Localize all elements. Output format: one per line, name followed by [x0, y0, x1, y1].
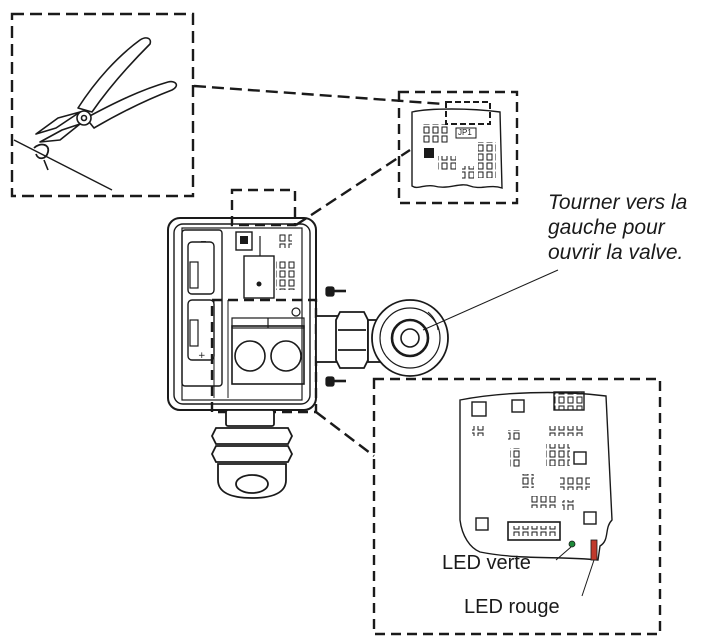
bottom-fitting [210, 409, 294, 499]
valve-instruction-callout: Tourner vers la gauche pour ouvrir la va… [548, 190, 687, 265]
red-led [590, 539, 598, 561]
callout-line-3: ouvrir la valve. [548, 241, 684, 264]
battery-icon: − + [181, 229, 223, 387]
jumper-label: JP1 [458, 128, 472, 137]
cutter-detail-box [10, 12, 195, 198]
green-led [568, 540, 576, 548]
main-board-detail-box [372, 377, 662, 636]
screw-icon [325, 286, 346, 387]
green-led-label: LED verte [442, 552, 531, 574]
jumper-detail-box [397, 90, 519, 205]
svg-text:+: + [198, 351, 206, 361]
svg-text:−: − [200, 237, 207, 246]
wire-cutter-icon [35, 37, 178, 143]
red-led-label: LED rouge [464, 596, 560, 618]
valve-housing: − + [167, 188, 318, 414]
callout-line-1: Tourner vers la [548, 191, 688, 214]
valve-fitting [315, 299, 449, 377]
callout-line-2: gauche pour [548, 216, 665, 239]
